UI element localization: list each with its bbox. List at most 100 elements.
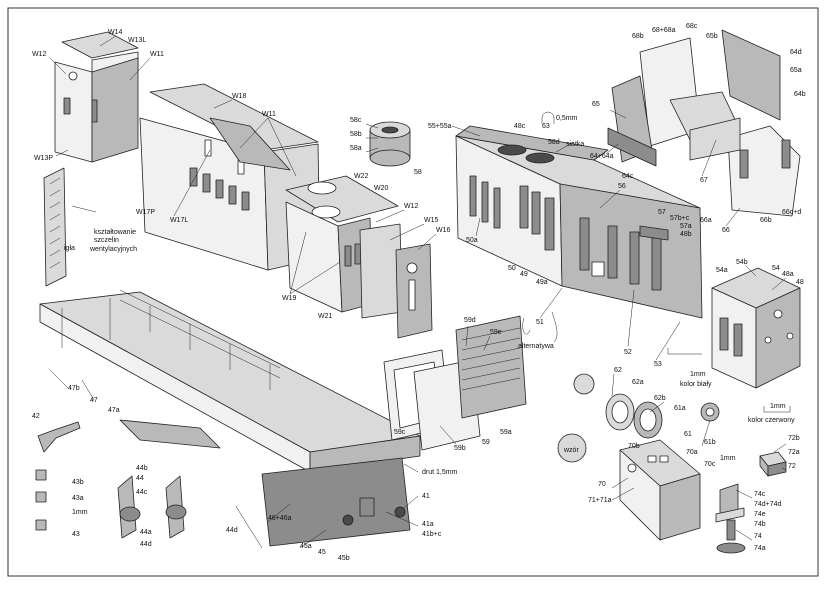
console-70 <box>619 439 701 541</box>
svg-text:61: 61 <box>684 431 692 438</box>
svg-text:0,5mm: 0,5mm <box>556 115 578 122</box>
svg-text:W13L: W13L <box>128 37 146 44</box>
vent-grill-tool <box>43 167 97 287</box>
svg-text:igła: igła <box>64 245 75 252</box>
lamps <box>557 373 720 463</box>
svg-text:48b: 48b <box>680 231 692 238</box>
svg-text:62: 62 <box>614 367 622 374</box>
svg-text:46+46a: 46+46a <box>268 515 292 522</box>
svg-text:44d: 44d <box>226 527 238 534</box>
svg-text:63: 63 <box>542 123 550 130</box>
svg-text:62a: 62a <box>632 379 644 386</box>
svg-text:58a: 58a <box>350 145 362 152</box>
svg-text:1mm: 1mm <box>690 371 706 378</box>
svg-text:siatka: siatka <box>566 141 584 148</box>
svg-text:W12: W12 <box>404 203 419 210</box>
svg-text:W15: W15 <box>424 217 439 224</box>
svg-text:48: 48 <box>796 279 804 286</box>
svg-text:57a: 57a <box>680 223 692 230</box>
svg-text:45: 45 <box>318 549 326 556</box>
svg-text:54a: 54a <box>716 267 728 274</box>
svg-text:drut 1,5mm: drut 1,5mm <box>422 469 458 476</box>
svg-text:68+68a: 68+68a <box>652 27 676 34</box>
locomotive-body <box>455 125 703 319</box>
svg-text:W20: W20 <box>374 185 389 192</box>
svg-text:64+64a: 64+64a <box>590 153 614 160</box>
leader-lines <box>49 35 787 549</box>
svg-text:kolor czerwony: kolor czerwony <box>748 417 795 424</box>
drum-58 <box>369 121 411 167</box>
svg-text:58b: 58b <box>350 131 362 138</box>
svg-text:52: 52 <box>624 349 632 356</box>
svg-text:61b: 61b <box>704 439 716 446</box>
svg-text:kształtowanie: kształtowanie <box>94 229 136 236</box>
svg-text:72a: 72a <box>788 449 800 456</box>
svg-text:49a: 49a <box>536 279 548 286</box>
svg-text:74b: 74b <box>754 521 766 528</box>
svg-text:59: 59 <box>482 439 490 446</box>
svg-text:43: 43 <box>72 531 80 538</box>
svg-text:W17P: W17P <box>136 209 155 216</box>
svg-text:1mm: 1mm <box>720 455 736 462</box>
cab-w13 <box>54 31 139 163</box>
svg-text:47a: 47a <box>108 407 120 414</box>
svg-text:74c: 74c <box>754 491 766 498</box>
svg-text:W18: W18 <box>232 93 247 100</box>
svg-text:45a: 45a <box>300 543 312 550</box>
svg-text:64c: 64c <box>622 173 634 180</box>
svg-text:W14: W14 <box>108 29 123 36</box>
svg-text:wentylacyjnych: wentylacyjnych <box>89 246 137 253</box>
svg-text:kolor biały: kolor biały <box>680 381 712 388</box>
svg-text:44c: 44c <box>136 489 148 496</box>
svg-text:47: 47 <box>90 397 98 404</box>
svg-text:57: 57 <box>658 209 666 216</box>
svg-text:44d: 44d <box>140 541 152 548</box>
svg-text:74: 74 <box>754 533 762 540</box>
svg-text:41b+c: 41b+c <box>422 531 442 538</box>
svg-text:68c: 68c <box>686 23 698 30</box>
svg-text:41a: 41a <box>422 521 434 528</box>
svg-text:61a: 61a <box>674 405 686 412</box>
cab-interior <box>607 29 801 217</box>
svg-text:64d: 64d <box>790 49 802 56</box>
svg-text:67: 67 <box>700 177 708 184</box>
svg-text:58: 58 <box>414 169 422 176</box>
svg-text:50a: 50a <box>466 237 478 244</box>
svg-text:47b: 47b <box>68 385 80 392</box>
svg-text:66: 66 <box>722 227 730 234</box>
svg-text:1mm: 1mm <box>770 403 786 410</box>
svg-text:48c: 48c <box>514 123 526 130</box>
svg-text:W21: W21 <box>318 313 333 320</box>
svg-text:53: 53 <box>654 361 662 368</box>
chassis-frame <box>39 289 421 547</box>
svg-text:48a: 48a <box>782 271 794 278</box>
svg-text:74e: 74e <box>754 511 766 518</box>
svg-text:44: 44 <box>136 475 144 482</box>
svg-text:57b+c: 57b+c <box>670 215 690 222</box>
part-labels: W14 W13L W11 W12 W13P W18 W11 W17P W17L … <box>32 23 806 562</box>
svg-text:W11: W11 <box>262 111 276 118</box>
svg-text:70b: 70b <box>628 443 640 450</box>
seat-74 <box>715 483 746 554</box>
svg-text:W12: W12 <box>32 51 47 58</box>
svg-text:64b: 64b <box>794 91 806 98</box>
svg-text:59a: 59a <box>500 429 512 436</box>
svg-text:55+55a: 55+55a <box>428 123 452 130</box>
svg-text:72b: 72b <box>788 435 800 442</box>
svg-text:42: 42 <box>32 413 40 420</box>
svg-text:66a: 66a <box>700 217 712 224</box>
window-frames-59 <box>383 315 527 451</box>
svg-text:45b: 45b <box>338 555 350 562</box>
svg-text:54: 54 <box>772 265 780 272</box>
svg-text:70a: 70a <box>686 449 698 456</box>
svg-text:43b: 43b <box>72 479 84 486</box>
svg-text:szczelin: szczelin <box>94 237 119 244</box>
svg-text:alternatywa: alternatywa <box>518 343 554 350</box>
svg-text:65: 65 <box>592 101 600 108</box>
svg-text:58d: 58d <box>548 139 560 146</box>
svg-text:wzór: wzór <box>563 447 579 454</box>
svg-text:71+71a: 71+71a <box>588 497 612 504</box>
svg-text:54b: 54b <box>736 259 748 266</box>
